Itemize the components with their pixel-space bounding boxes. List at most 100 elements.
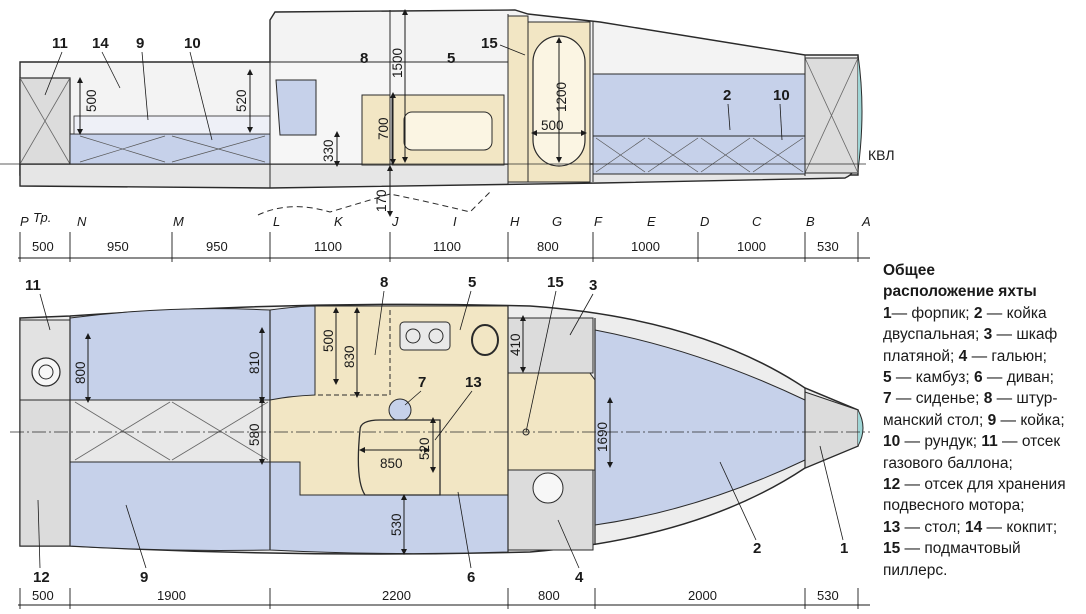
bottom-spacing-1: 1900 [157,588,186,603]
legend-text: платяной; [883,347,959,365]
legend-number: 14 [964,518,983,536]
plan-label-4: 4 [575,569,584,586]
plan-dim-850: 850 [380,456,403,471]
plan-label-3: 3 [589,277,597,294]
legend-line: 7 — сиденье; 8 — штур- [883,388,1083,409]
legend-number: 8 [983,390,993,408]
side-vberth-cushion [592,73,806,137]
legend-line: газового баллона; [883,453,1083,474]
legend-text: — сиденье; [891,390,984,408]
plan-dim-830: 830 [342,345,357,368]
plan-cockpit-berth-stbd [69,461,271,551]
bottom-spacing-2: 2200 [382,588,411,603]
legend-text: — подмачтовый [900,540,1021,558]
legend-text: — диван; [982,369,1054,387]
bottom-spacing-3: 800 [538,588,560,603]
side-view: КВЛ 11 14 9 10 8 5 15 2 10 500 520 1500 … [0,9,895,217]
side-label-11: 11 [52,35,68,52]
side-dim-500: 500 [84,89,99,112]
legend-text: — койка; [996,411,1065,429]
legend-number: 4 [958,347,968,365]
spacing-3: 1100 [314,239,342,254]
plan-saloon-berth-port [269,305,316,401]
frame-F: F [594,214,603,229]
plan-chart-table [314,310,391,396]
frame-J: J [391,214,399,229]
legend-text: — гальюн; [967,347,1047,365]
legend-number: 5 [883,369,892,387]
plan-dim-520: 520 [417,437,432,460]
bottom-spacing-0: 500 [32,588,54,603]
legend-line: 5 — камбуз; 6 — диван; [883,367,1083,388]
plan-label-12: 12 [33,569,50,586]
legend-number: 6 [973,369,983,387]
side-dim-170: 170 [374,189,389,212]
plan-vberth [594,329,806,526]
spacing-7: 1000 [737,239,766,254]
frame-D: D [700,214,709,229]
plan-dim-1690: 1690 [595,422,610,452]
legend-text: пиллерс. [883,561,948,579]
side-bow-tip [857,54,863,171]
plan-table [357,419,441,496]
legend-text: манский стол; [883,411,988,429]
legend-title-1: Общее [883,262,935,279]
plan-label-6: 6 [467,569,475,586]
side-dim-700: 700 [376,117,391,140]
legend-text: — кокпит; [982,518,1058,536]
plan-label-9: 9 [140,569,148,586]
legend-text: — отсек [997,433,1061,451]
waterline-label: КВЛ [868,147,895,163]
plan-forepeak [804,391,859,469]
plan-label-2: 2 [753,540,761,557]
bottom-spacing-5: 530 [817,588,839,603]
legend-number: 3 [983,326,993,344]
spacing-2: 950 [206,239,228,254]
legend-line: 10 — рундук; 11 — отсек [883,431,1083,452]
side-mast-pillar [507,15,529,183]
legend-line: платяной; 4 — гальюн; [883,346,1083,367]
frame-I: I [453,214,457,229]
frame-G: G [552,214,562,229]
legend-text: подвесного мотора; [883,497,1025,515]
plan-label-1: 1 [840,540,848,557]
legend-text: газового баллона; [883,454,1013,472]
frame-tr: Тр. [33,210,51,225]
legend-line: 12 — отсек для хранения [883,474,1083,495]
frame-A: A [861,214,871,229]
legend-text: — отсек для хранения [900,476,1066,494]
legend-number: 9 [987,411,997,429]
legend-title-2: расположение яхты [883,283,1037,301]
side-galley-door [403,111,493,151]
legend-number: 10 [883,433,901,451]
frame-K: K [334,214,344,229]
gas-bottle [31,357,61,387]
plan-label-5: 5 [468,274,476,291]
spacing-0: 500 [32,239,54,254]
side-cockpit-locker [69,133,271,165]
legend-text: — стол; [900,518,965,536]
spacing-6: 1000 [631,239,660,254]
legend-text: двуспальная; [883,326,984,344]
side-label-5: 5 [447,50,455,67]
side-vberth-locker [592,135,806,175]
legend-line: 15 — подмачтовый [883,538,1083,559]
side-label-2: 2 [723,87,731,104]
frame-E: E [647,214,656,229]
legend-line: 13 — стол; 14 — кокпит; [883,517,1083,538]
spacing-1: 950 [107,239,129,254]
frame-H: H [510,214,520,229]
side-cockpit-cushion [73,115,271,135]
side-label-10a: 10 [184,35,201,52]
toilet [532,472,564,504]
plan-dim-410: 410 [508,333,523,356]
side-label-9: 9 [136,35,144,52]
bottom-scale: 500 1900 2200 800 2000 530 [18,588,870,609]
legend-line: двуспальная; 3 — шкаф [883,324,1083,345]
plan-dim-810: 810 [247,351,262,374]
plan-bow-tip [857,409,864,447]
plan-cockpit-berth-port [69,308,271,401]
legend-line: 1— форпик; 2 — койка [883,303,1083,324]
side-label-14: 14 [92,35,109,52]
